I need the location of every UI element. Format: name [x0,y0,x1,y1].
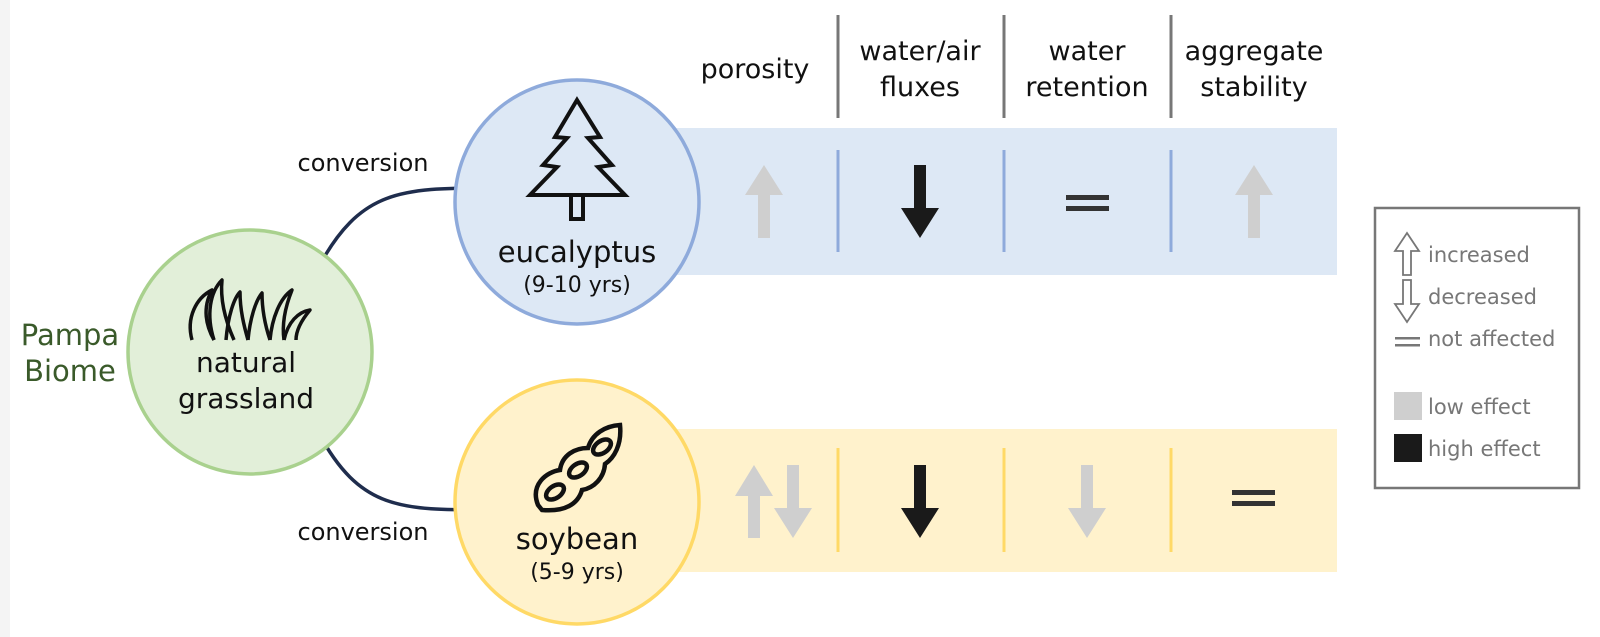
legend-high-effect-swatch [1394,434,1422,462]
eucalyptus-circle [453,78,701,326]
effect-soybean-fluxes-decreased-high-icon [901,465,939,538]
soybean-period: (5-9 yrs) [530,560,624,585]
effect-eucalyptus-fluxes-decreased-high-icon [901,165,939,238]
grassland-circle [126,228,374,476]
column-header-fluxes-l2: fluxes [880,72,960,103]
eucalyptus-label: eucalyptus [498,235,656,269]
column-header-retention-l2: retention [1025,72,1148,103]
conversion-label-top: conversion [298,149,429,177]
legend-decreased-label: decreased [1428,285,1537,309]
grassland-label-line2: grassland [178,382,314,415]
eucalyptus-period: (9-10 yrs) [523,273,631,298]
eucalyptus-separators [836,150,1173,252]
legend-not-affected-label: not affected [1428,327,1555,351]
legend-high-effect-label: high effect [1428,437,1541,461]
legend-low-effect-swatch [1394,392,1422,420]
legend-low-effect-label: low effect [1428,395,1531,419]
soybean-icon [533,422,623,513]
biome-label-line2: Biome [24,354,116,388]
column-header-stability-l1: aggregate [1185,36,1324,67]
column-header-fluxes-l1: water/air [859,36,981,67]
soybean-separators [836,448,1173,552]
column-header-porosity: porosity [701,54,810,85]
legend-not-affected-icon [1395,337,1420,347]
effect-eucalyptus-porosity-increased-low-icon [745,165,783,238]
legend-increased-label: increased [1428,243,1530,267]
effect-soybean-retention-decreased-low-icon [1068,465,1106,538]
grass-icon [188,278,312,341]
tree-icon [525,96,630,221]
biome-label-line1: Pampa [21,318,119,352]
legend-increased-icon [1393,231,1421,276]
effect-soybean-stability-not-affected-icon [1232,490,1275,506]
effect-eucalyptus-stability-increased-low-icon [1235,165,1273,238]
column-header-retention-l1: water [1049,36,1127,67]
conversion-label-bottom: conversion [298,518,429,546]
grassland-label-line1: natural [196,346,296,379]
column-header-stability-l2: stability [1200,72,1307,103]
header-separators [836,15,1173,118]
effect-soybean-porosity-increased-decreased-low-icon [735,465,812,538]
legend-decreased-icon [1393,279,1421,324]
effect-eucalyptus-retention-not-affected-icon [1066,195,1109,211]
left-edge-strip [0,0,10,637]
soybean-label: soybean [516,522,638,556]
